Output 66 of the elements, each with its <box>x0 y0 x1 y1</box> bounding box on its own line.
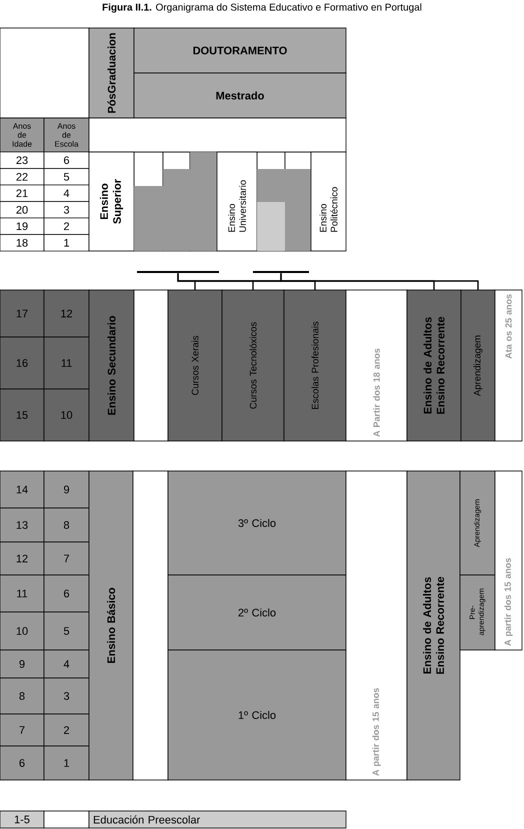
table-cell: 22 <box>0 168 44 186</box>
institution-box: Ensino Politécnico <box>310 152 346 252</box>
table-cell: 8 <box>0 678 44 714</box>
table-cell: 4 <box>44 650 90 678</box>
cycle-box: 1-5 <box>0 810 44 828</box>
cycle-box: 3º Ciclo <box>168 470 346 576</box>
duration-bar <box>163 169 190 251</box>
table-cell: 13 <box>0 508 44 542</box>
table-cell: 10 <box>0 612 44 650</box>
level-box: Ensino de Adultos Ensino Recorrente <box>406 290 462 442</box>
table-cell: 18 <box>0 234 44 252</box>
table-cell: 8 <box>44 508 90 542</box>
table-cell: 12 <box>0 542 44 576</box>
table-cell: 15 <box>0 388 44 442</box>
duration-bar <box>134 186 163 251</box>
level-box: PósGraduacion <box>88 28 134 118</box>
cycle-box: 2º Ciclo <box>168 574 346 650</box>
table-cell: 7 <box>44 542 90 576</box>
table-cell: 23 <box>0 152 44 169</box>
duration-bar <box>190 152 217 251</box>
table-cell: 1 <box>44 746 90 780</box>
course-box: Cursos Tecnolóxicos <box>222 290 284 442</box>
table-cell: 12 <box>44 290 90 338</box>
table-cell: 11 <box>0 574 44 612</box>
table-cell: 9 <box>44 470 90 508</box>
table-cell: 6 <box>44 152 90 169</box>
table-cell: 3 <box>44 201 90 218</box>
empty-cell <box>134 290 168 442</box>
table-cell: 5 <box>44 168 90 186</box>
institution-box: Ensino Universitario <box>216 152 258 252</box>
table-cell: 3 <box>44 678 90 714</box>
table-cell: 5 <box>44 612 90 650</box>
cycle-box: 1º Ciclo <box>168 650 346 780</box>
table-cell: 19 <box>0 218 44 235</box>
duration-bar <box>257 169 285 202</box>
table-cell: 16 <box>0 336 44 390</box>
table-cell: 11 <box>44 336 90 390</box>
table-cell: 2 <box>44 218 90 235</box>
table-cell: 9 <box>0 650 44 678</box>
table-cell: 6 <box>44 574 90 612</box>
figure-title: Figura II.1. Organigrama do Sistema Educativo e Formativo en Portugal <box>102 3 422 13</box>
bracket-line <box>253 271 309 273</box>
empty-cell <box>132 470 168 780</box>
table-cell: 21 <box>0 184 44 202</box>
course-box: Escolas Profesionais <box>284 290 346 442</box>
table-cell: 20 <box>0 201 44 218</box>
table-cell: 17 <box>0 290 44 338</box>
duration-bar <box>257 202 285 251</box>
course-box: Cursos Xerais <box>168 290 222 442</box>
age-note-box: Ata os 25 anos <box>494 290 522 442</box>
level-box: Educación Preescolar <box>88 810 346 828</box>
table-cell: 10 <box>44 388 90 442</box>
table-cell: 6 <box>0 746 44 780</box>
age-note-box: A Partir dos 18 anos <box>346 290 408 442</box>
bracket-line <box>137 271 219 273</box>
table-cell: 14 <box>0 470 44 508</box>
table-cell: 4 <box>44 184 90 202</box>
table-cell: 1 <box>44 234 90 252</box>
age-note-box: A partir dos 15 anos <box>494 470 522 650</box>
course-box: Aprendizagem <box>460 290 496 442</box>
age-note-box: A partir dos 15 anos <box>346 470 408 780</box>
table-cell: 2 <box>44 714 90 746</box>
table-cell: 7 <box>0 714 44 746</box>
connector-line <box>280 273 479 290</box>
empty-cell <box>0 28 90 118</box>
level-box: Ensino Superior <box>88 152 134 252</box>
